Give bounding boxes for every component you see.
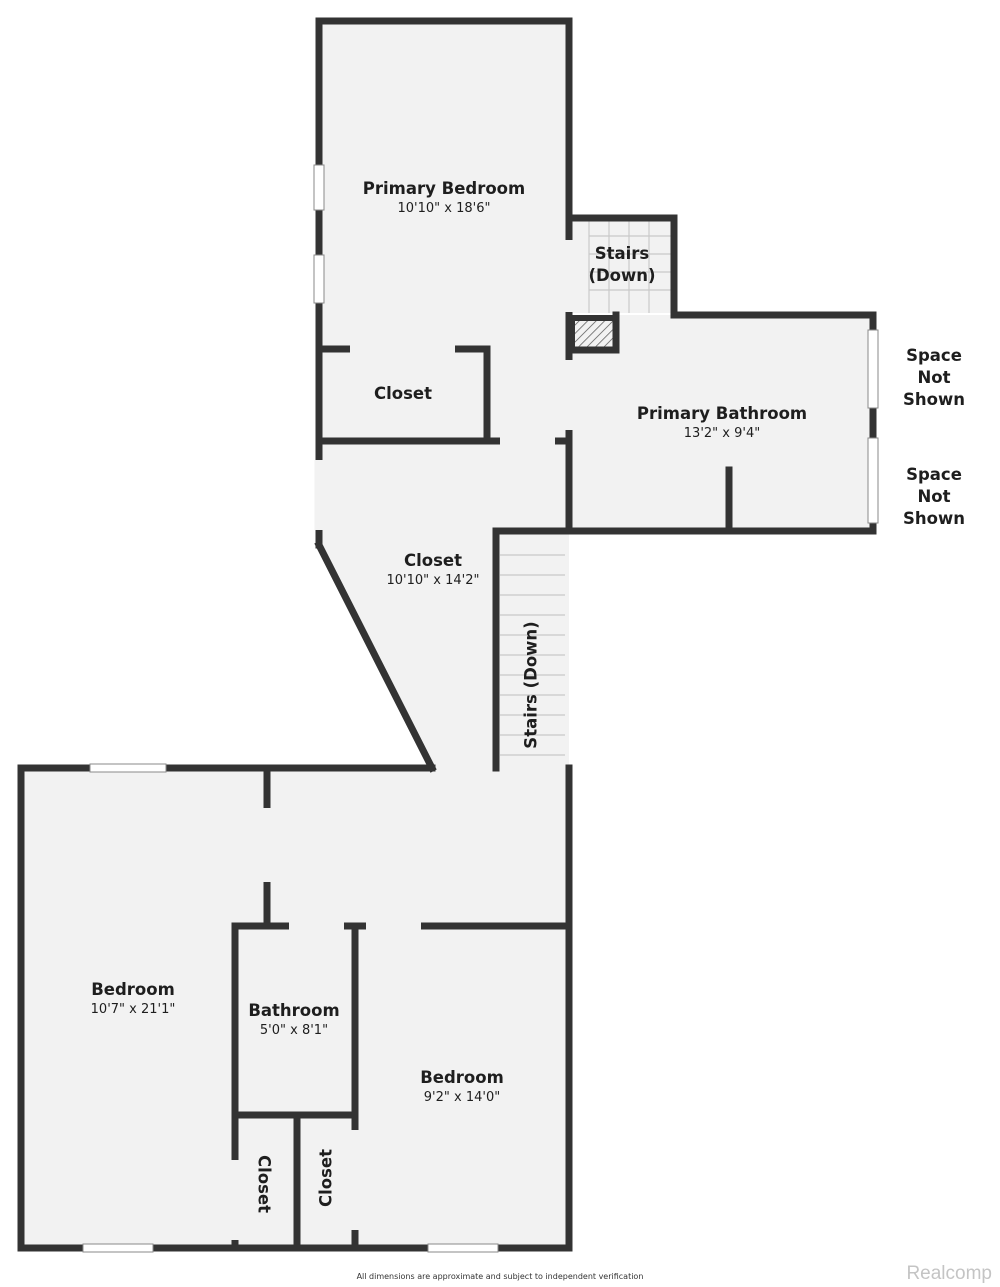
bedroom-left-name: Bedroom (91, 980, 175, 999)
space-not-shown-2: Space Not Shown (903, 465, 965, 528)
primary-bedroom-label: Primary Bedroom 10'10" x 18'6" (363, 178, 525, 218)
window (82, 1243, 154, 1253)
bedroom-left-label: Bedroom 10'7" x 21'1" (91, 979, 176, 1019)
closet-bottom-right-label: Closet (316, 1149, 336, 1207)
stairs-side-treads (500, 554, 565, 756)
closet-large-label: Closet 10'10" x 14'2" (387, 550, 480, 590)
primary-bathroom-label: Primary Bathroom 13'2" x 9'4" (637, 403, 807, 443)
window (867, 329, 879, 409)
primary-bathroom-dim: 13'2" x 9'4" (683, 426, 761, 441)
stairs-side-label: Stairs (Down) (521, 621, 541, 749)
window (427, 1243, 499, 1253)
bathroom-dim: 5'0" x 8'1" (259, 1023, 329, 1038)
bedroom-right-label: Bedroom 9'2" x 14'0" (420, 1067, 504, 1107)
closet-upper-name: Closet (374, 384, 432, 403)
chase-hatch (569, 315, 619, 353)
bathroom-name: Bathroom (248, 1001, 340, 1020)
stairs-top-line1: Stairs (594, 244, 650, 263)
primary-bathroom-floor (569, 315, 873, 531)
stairs-top-line2: (Down) (588, 266, 656, 285)
bathroom-label: Bathroom 5'0" x 8'1" (248, 1000, 339, 1040)
window (313, 254, 325, 304)
space-not-shown-1: Space Not Shown (903, 346, 965, 409)
primary-bedroom-name: Primary Bedroom (362, 179, 526, 198)
window (313, 164, 325, 211)
stairs-top-treads (588, 218, 674, 313)
stairs-top-floor (569, 218, 674, 313)
windows (82, 164, 879, 1253)
door-openings (230, 240, 574, 1240)
realcomp-watermark: Realcomp (906, 1263, 992, 1284)
bedroom-right-name: Bedroom (420, 1068, 504, 1087)
closet-large-floor (319, 441, 569, 768)
closet-large-name: Closet (404, 551, 462, 570)
stairs-side-floor (496, 531, 569, 768)
closet-upper-label: Closet (374, 383, 432, 405)
primary-bathroom-name: Primary Bathroom (636, 404, 808, 423)
stairs-top-label: Stairs (Down) (588, 243, 655, 287)
primary-bedroom-floor (319, 21, 569, 441)
closet-large-dim: 10'10" x 14'2" (386, 573, 480, 588)
window (867, 437, 879, 524)
closet-bottom-left-label: Closet (254, 1155, 274, 1213)
bedroom-right-dim: 9'2" x 14'0" (423, 1090, 501, 1105)
footer-disclaimer: All dimensions are approximate and subje… (356, 1272, 644, 1281)
window (89, 763, 167, 773)
bedroom-left-dim: 10'7" x 21'1" (90, 1002, 176, 1017)
primary-bedroom-dim: 10'10" x 18'6" (397, 201, 491, 216)
